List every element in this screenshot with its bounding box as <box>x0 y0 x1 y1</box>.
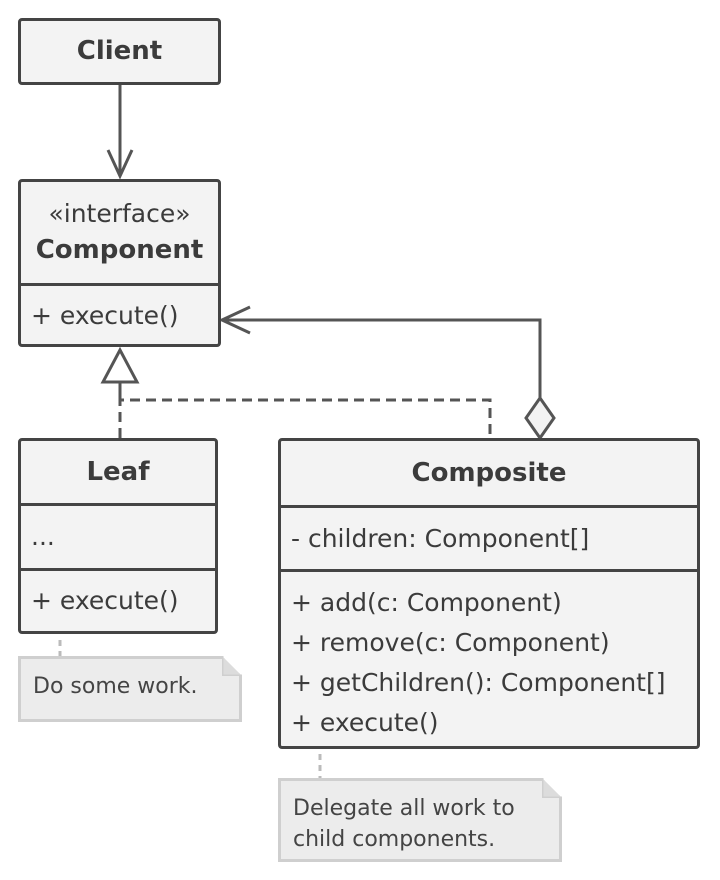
component-header: «interface» Component <box>21 182 218 286</box>
leaf-method: + execute() <box>31 586 179 615</box>
component-method: + execute() <box>31 301 179 330</box>
component-methods: + execute() <box>21 286 218 344</box>
realization-arrowhead <box>100 346 140 384</box>
leaf-title: Leaf <box>86 457 150 487</box>
leaf-note-text: Do some work. <box>33 674 198 699</box>
note-fold-corner <box>542 778 562 798</box>
component-stereotype: «interface» <box>48 199 191 228</box>
composite-method: + remove(c: Component) <box>291 628 610 657</box>
composite-field: - children: Component[] <box>291 524 590 553</box>
composite-method: + getChildren(): Component[] <box>291 668 666 697</box>
association-arrowhead <box>106 149 134 180</box>
aggregation-arrowhead <box>218 305 251 335</box>
composite-header: Composite <box>281 441 697 508</box>
composite-note-line-1: Delegate all work to <box>293 796 515 821</box>
composite-note: Delegate all work to child components. <box>278 778 562 862</box>
aggregation-diamond <box>524 395 556 441</box>
composite-aggregation-line <box>222 318 542 398</box>
composite-note-line-2: child components. <box>293 827 496 852</box>
leaf-header: Leaf <box>21 441 215 506</box>
leaf-note: Do some work. <box>18 656 242 722</box>
client-title: Client <box>76 36 163 66</box>
client-class-box: Client <box>18 18 221 85</box>
leaf-fields: ... <box>21 506 215 571</box>
composite-methods: + add(c: Component) + remove(c: Componen… <box>281 572 697 746</box>
composite-title: Composite <box>411 458 567 488</box>
realization-line <box>118 398 492 438</box>
composite-fields: - children: Component[] <box>281 508 697 572</box>
leaf-class-box: Leaf ... + execute() <box>18 438 218 634</box>
composite-method: + add(c: Component) <box>291 588 562 617</box>
leaf-field: ... <box>31 522 55 551</box>
note-fold-corner <box>222 656 242 676</box>
composite-class-box: Composite - children: Component[] + add(… <box>278 438 700 749</box>
composite-method: + execute() <box>291 708 439 737</box>
leaf-methods: + execute() <box>21 571 215 631</box>
component-title: Component <box>35 235 204 265</box>
component-class-box: «interface» Component + execute() <box>18 179 221 347</box>
